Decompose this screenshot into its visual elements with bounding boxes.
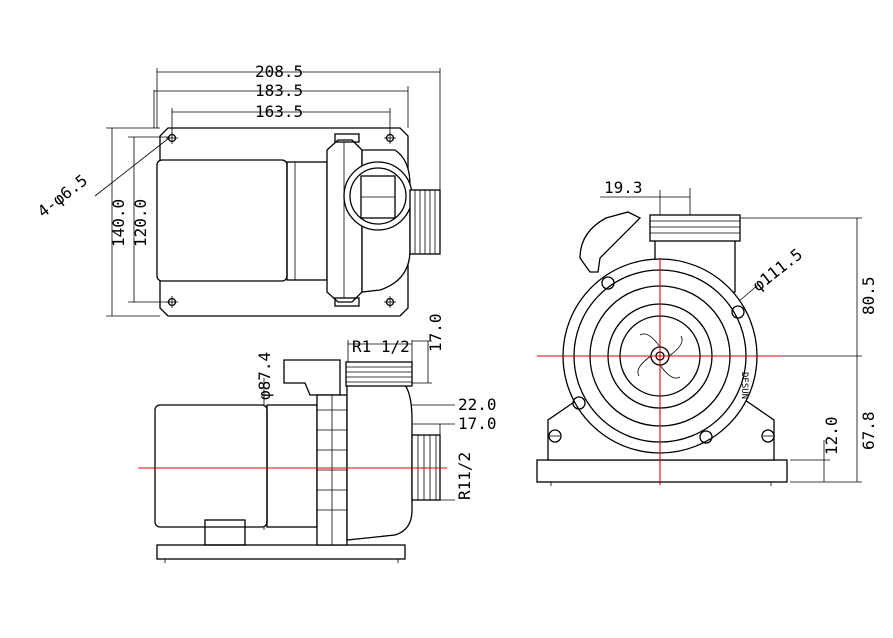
dim-inlet-thread: R11/2 — [455, 452, 474, 500]
side-flange-fins — [316, 394, 348, 546]
dim-outlet-length: 17.0 — [426, 313, 445, 352]
top-motor-body — [156, 159, 288, 282]
side-outlet-thread — [345, 361, 413, 387]
front-base-plate — [536, 459, 788, 483]
top-outlet-port — [343, 161, 413, 231]
top-dimension-lines — [94, 68, 441, 317]
dim-volute-diameter: φ111.5 — [749, 245, 806, 296]
front-brand-mark: DESUN — [739, 372, 749, 399]
dim-inner-hole-spacing: 163.5 — [255, 102, 303, 121]
dim-mount-holes: 4-φ6.5 — [34, 171, 91, 222]
side-motor-body — [154, 404, 268, 528]
front-impeller-blades — [637, 333, 683, 379]
dim-center-height: 67.8 — [859, 411, 878, 450]
side-base-plate — [156, 544, 406, 560]
side-bracket — [283, 359, 341, 396]
top-view: 208.5 183.5 163.5 4-φ6.5 140.0 120.0 — [34, 62, 441, 317]
dim-outlet-thread: R1 1/2 — [352, 337, 410, 356]
dim-inlet-length: 17.0 — [458, 414, 497, 433]
side-volute — [346, 384, 413, 541]
dim-base-height: 12.0 — [822, 416, 841, 455]
dim-outlet-height: 80.5 — [859, 276, 878, 315]
front-view: 19.3 φ111.5 80.5 67.8 12.0 — [536, 178, 878, 486]
dim-base-width: 140.0 — [109, 199, 128, 247]
front-outlet-thread — [649, 214, 741, 242]
side-view: R1 1/2 17.0 φ87.4 22.0 17.0 R11/2 — [138, 313, 497, 563]
top-mount-holes — [166, 132, 396, 308]
front-dimension-lines — [600, 188, 862, 483]
front-hook — [579, 211, 642, 273]
dim-motor-diameter: φ87.4 — [255, 352, 274, 400]
dim-outer-hole-spacing: 183.5 — [255, 81, 303, 100]
dim-overall-length: 208.5 — [255, 62, 303, 81]
dim-hole-pitch-width: 120.0 — [131, 199, 150, 247]
dim-outlet-offset: 19.3 — [604, 178, 643, 197]
top-inlet-thread — [409, 189, 441, 255]
front-bolts — [572, 276, 745, 444]
dim-inlet-width: 22.0 — [458, 395, 497, 414]
